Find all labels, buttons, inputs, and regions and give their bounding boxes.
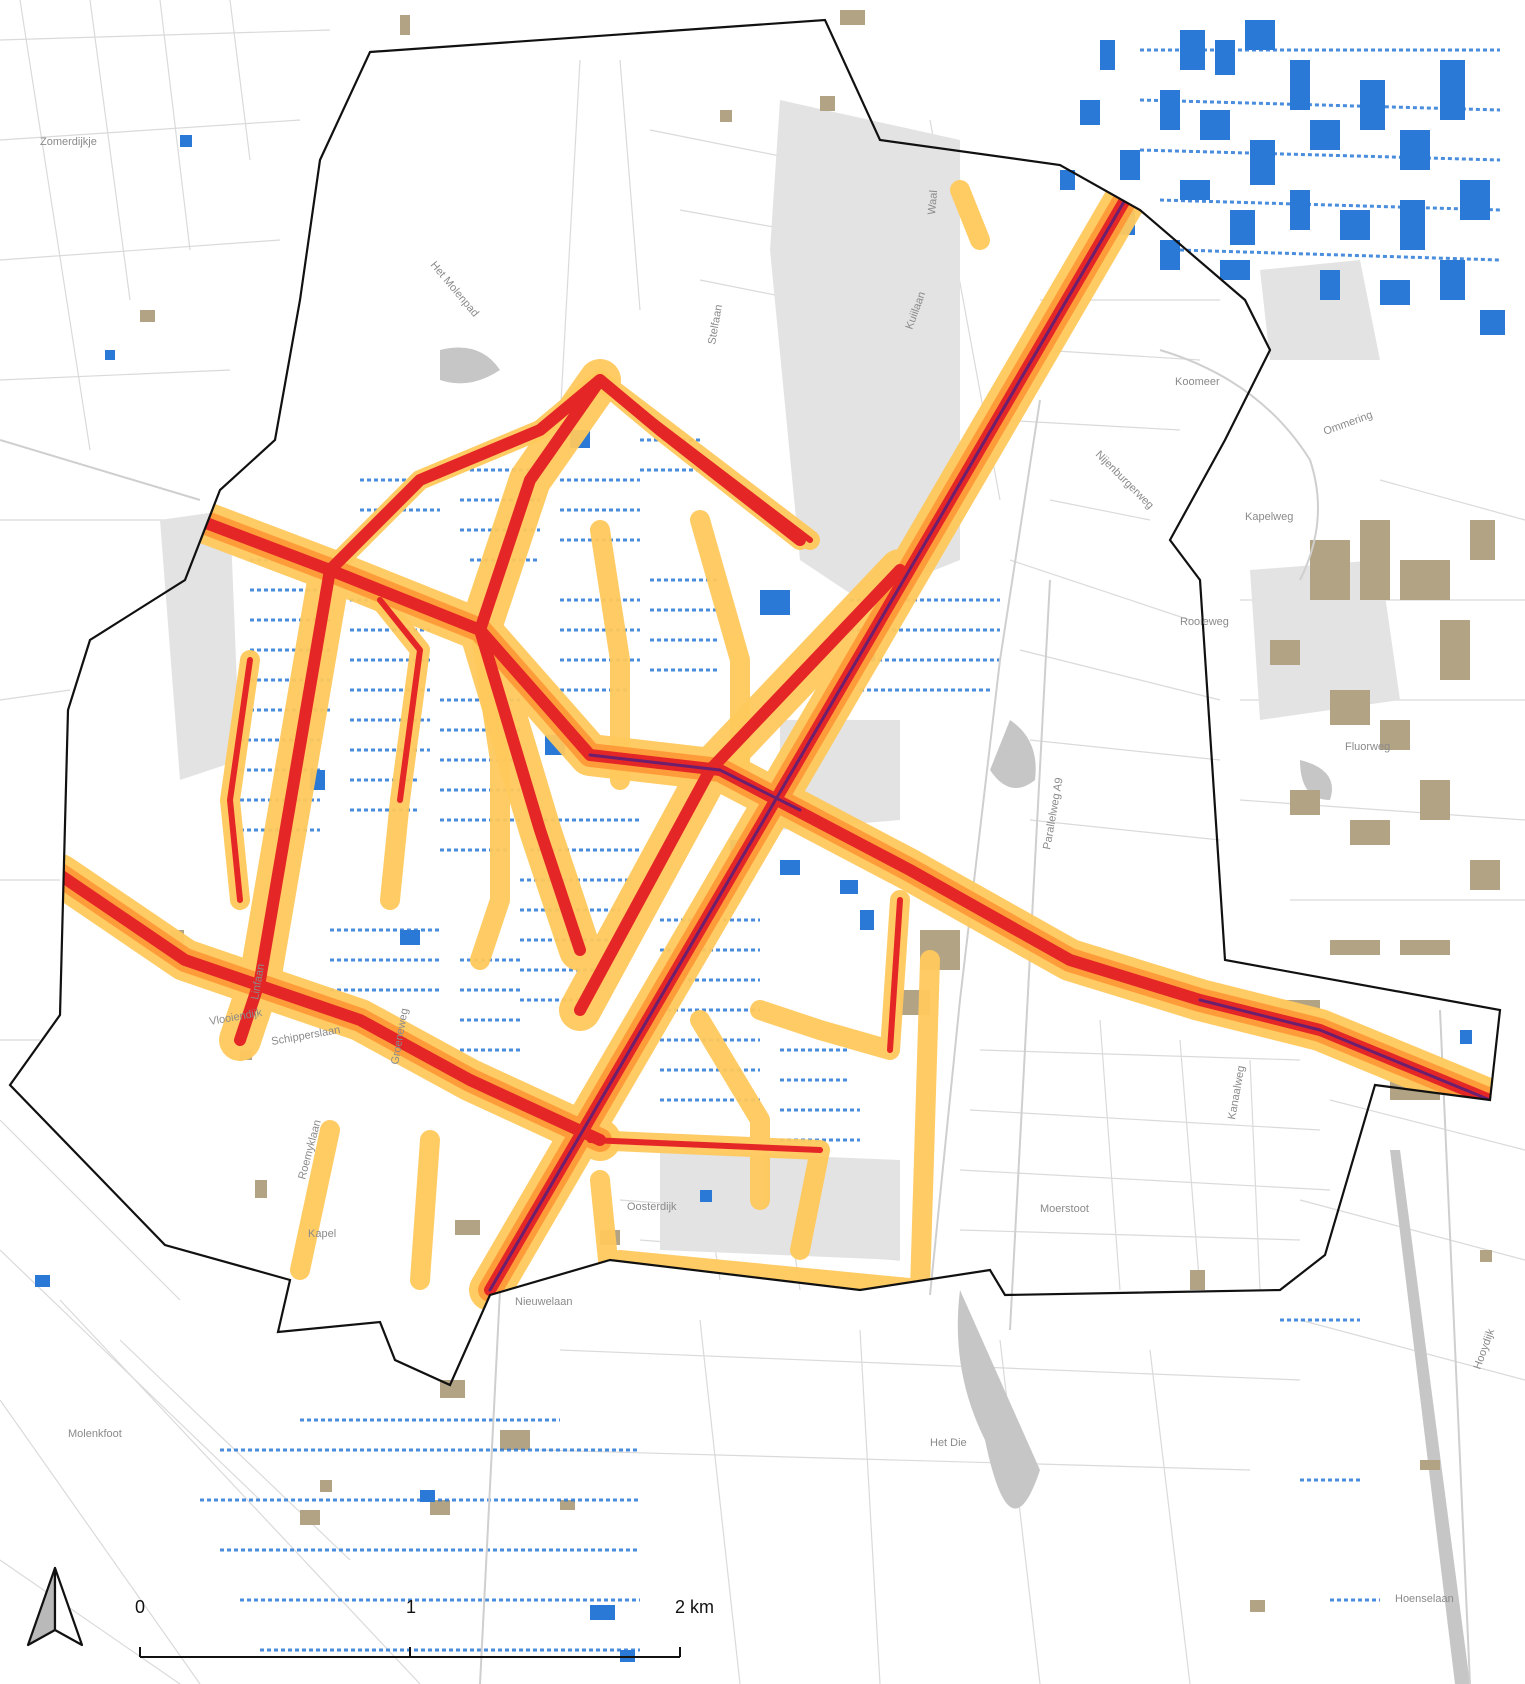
municipality-boundary — [8, 18, 1502, 1387]
street-label: Het Die — [930, 1437, 967, 1449]
street-label: Zomerdijkje — [40, 136, 97, 148]
scale-label-mid: 1 — [406, 1597, 416, 1617]
street-label: Waal — [926, 190, 940, 216]
street-label: Moerstoot — [1040, 1203, 1089, 1215]
north-arrow-icon — [26, 1566, 84, 1647]
scale-label-start: 0 — [135, 1597, 145, 1617]
street-label: Hoenselaan — [1395, 1593, 1454, 1605]
scale-label-end: 2 km — [675, 1597, 714, 1617]
street-label: Rooieweg — [1180, 616, 1229, 628]
street-label: Kapel — [308, 1228, 336, 1240]
street-label: Molenkfoot — [68, 1428, 122, 1440]
water-bodies — [440, 347, 1470, 1684]
street-label: Fluorweg — [1345, 741, 1390, 753]
street-label: Oosterdijk — [627, 1201, 677, 1213]
scale-bar: 0 1 2 km — [135, 1597, 714, 1658]
street-label: Kapelweg — [1245, 511, 1293, 523]
noise-contours — [39, 179, 1500, 1311]
buildings-other — [140, 10, 1500, 1612]
road-network — [0, 349, 1471, 1684]
street-label: Nieuwelaan — [515, 1296, 572, 1308]
street-label: Koomeer — [1175, 376, 1220, 388]
